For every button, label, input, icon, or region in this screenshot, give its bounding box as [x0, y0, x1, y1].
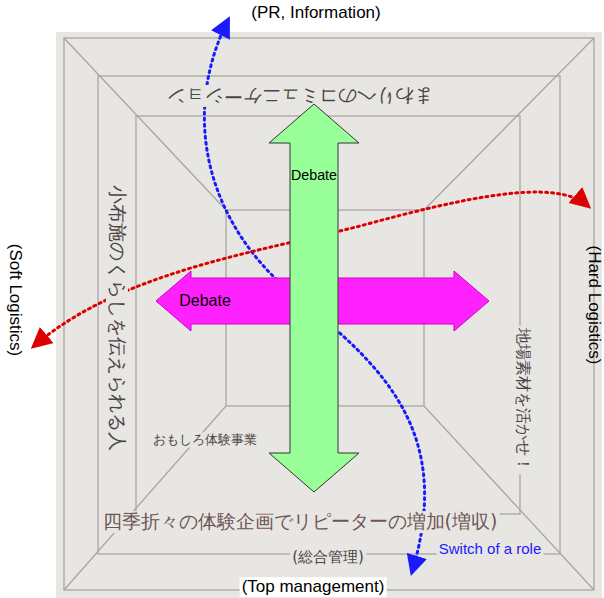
vertical-debate-arrow: Debate [268, 103, 360, 493]
direction-label: (Top management) [240, 577, 387, 597]
paper-ground [56, 32, 602, 598]
arrow-label: Debate [291, 167, 337, 183]
pyramid-frame [64, 38, 594, 590]
arrow-label: Debate [179, 292, 231, 310]
direction-label: (Hard Logistics) [584, 245, 604, 364]
direction-label: (PR, Information) [251, 3, 380, 23]
handwritten-note: 四季折々の体験企画でリピーターの増加(増収) [101, 511, 500, 533]
handwritten-note: おもしろ体験事業 [151, 433, 259, 448]
handwritten-note: (総合管理) [290, 549, 366, 566]
direction-label: (Soft Logistics) [5, 244, 25, 356]
handwritten-note: 小布施のくらしを伝えられる人 [106, 183, 128, 453]
role-switch-label: Switch of a role [437, 540, 544, 557]
handwritten-note: まわりへのコミュニケーション [165, 85, 435, 107]
arrow-outline [156, 271, 489, 331]
arrow-shape [268, 103, 360, 493]
handwritten-note: 地場素材を活かせ！ [514, 326, 532, 474]
